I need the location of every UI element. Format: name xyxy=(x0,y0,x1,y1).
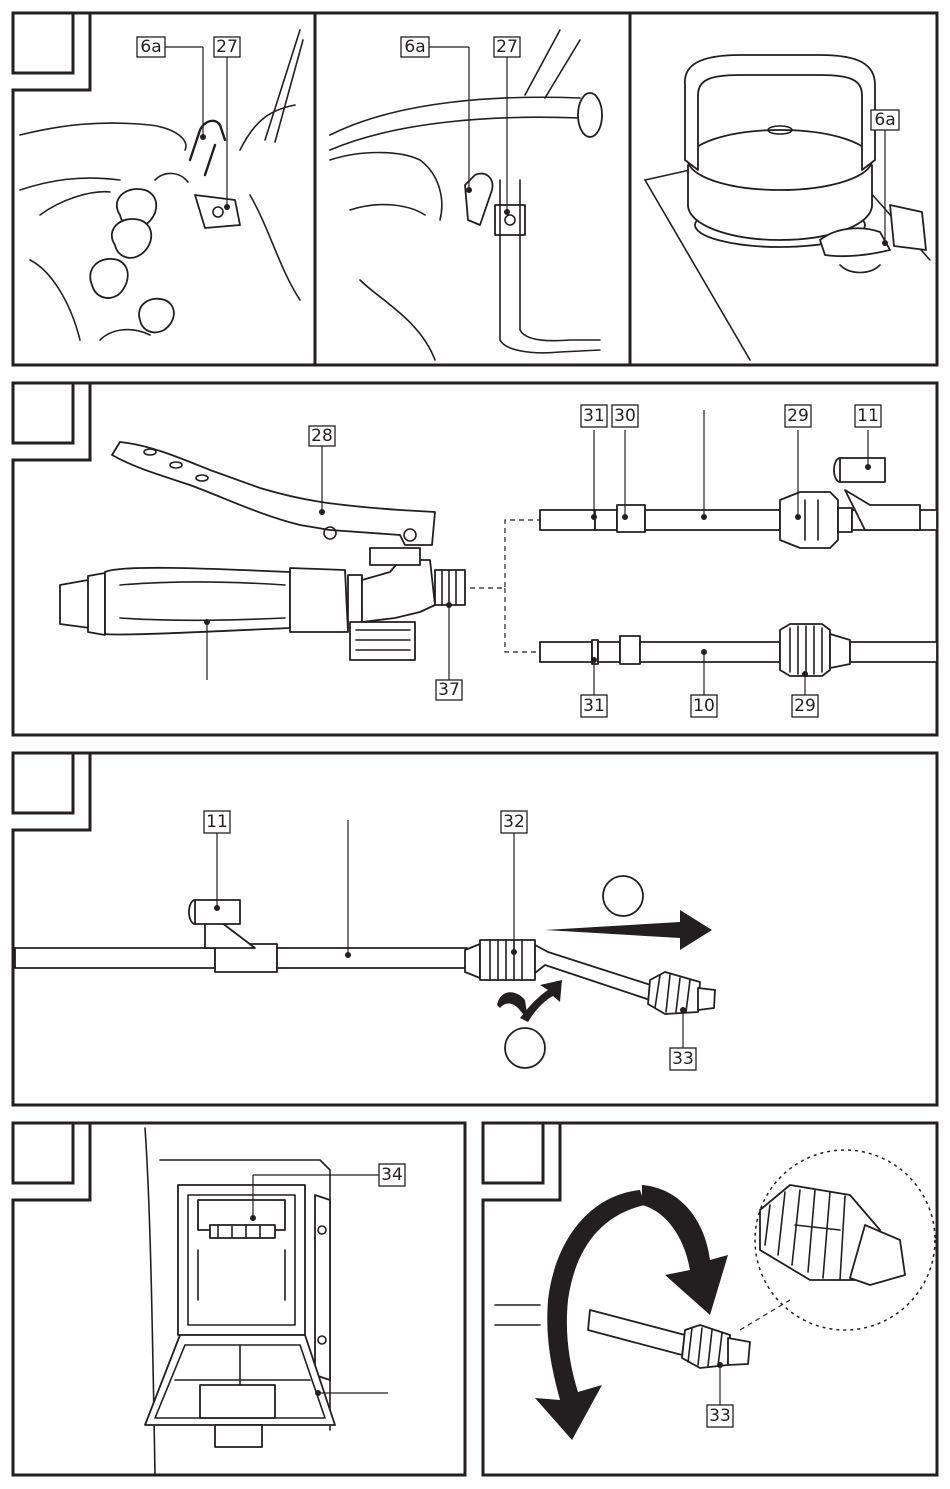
callout-label: 10 xyxy=(693,696,715,716)
callout-label: 33 xyxy=(709,1406,731,1426)
lance-with-nozzle-illustration: 11 32 33 xyxy=(15,811,715,1070)
tank-cap-with-hook-illustration: 6a xyxy=(645,55,930,360)
callout-label: 11 xyxy=(206,812,228,832)
callout-label: 31 xyxy=(583,406,605,426)
connection-dashed-line xyxy=(470,520,540,652)
step-panel-row3: 11 32 33 xyxy=(13,753,937,1105)
callout-label: 27 xyxy=(496,37,518,57)
lance-tube-assembly-bottom: 31 10 29 xyxy=(540,624,937,717)
step-panel-row1: 6a 27 6a 27 xyxy=(13,13,937,365)
step-order-circle xyxy=(505,1028,545,1068)
callout-label: 6a xyxy=(874,110,895,130)
callout-label: 27 xyxy=(216,37,238,57)
step-panel-row2: 28 37 xyxy=(13,383,937,735)
callout-label: 29 xyxy=(794,696,816,716)
callout-label: 29 xyxy=(787,406,809,426)
spray-handle-illustration: 28 37 xyxy=(60,426,465,700)
panel-frame-row3 xyxy=(13,753,937,1105)
callout-label: 31 xyxy=(583,696,605,716)
callout-label: 6a xyxy=(140,37,161,57)
callout-label: 37 xyxy=(438,680,460,700)
callout-label: 28 xyxy=(311,426,333,446)
step-panel-row4-right: 33 xyxy=(483,1123,937,1475)
callout-label: 11 xyxy=(857,406,879,426)
rotate-arrow-right xyxy=(520,980,562,1022)
hook-on-strap-ring-illustration: 6a 27 xyxy=(330,30,602,360)
callout-label: 33 xyxy=(672,1049,694,1069)
callout-label: 34 xyxy=(381,1165,403,1185)
step-panel-row4-left: 34 xyxy=(13,1123,465,1475)
storage-compartment-illustration: 34 xyxy=(145,1128,405,1475)
callout-label: 32 xyxy=(503,812,525,832)
rotate-arrow-small xyxy=(642,1185,728,1315)
step-order-circle xyxy=(603,876,643,916)
lance-tube-assembly-top: 31 30 29 11 xyxy=(540,405,937,548)
callout-label: 30 xyxy=(614,406,636,426)
callout-label: 6a xyxy=(404,37,425,57)
hand-attaching-hook-illustration: 6a 27 xyxy=(20,30,303,340)
